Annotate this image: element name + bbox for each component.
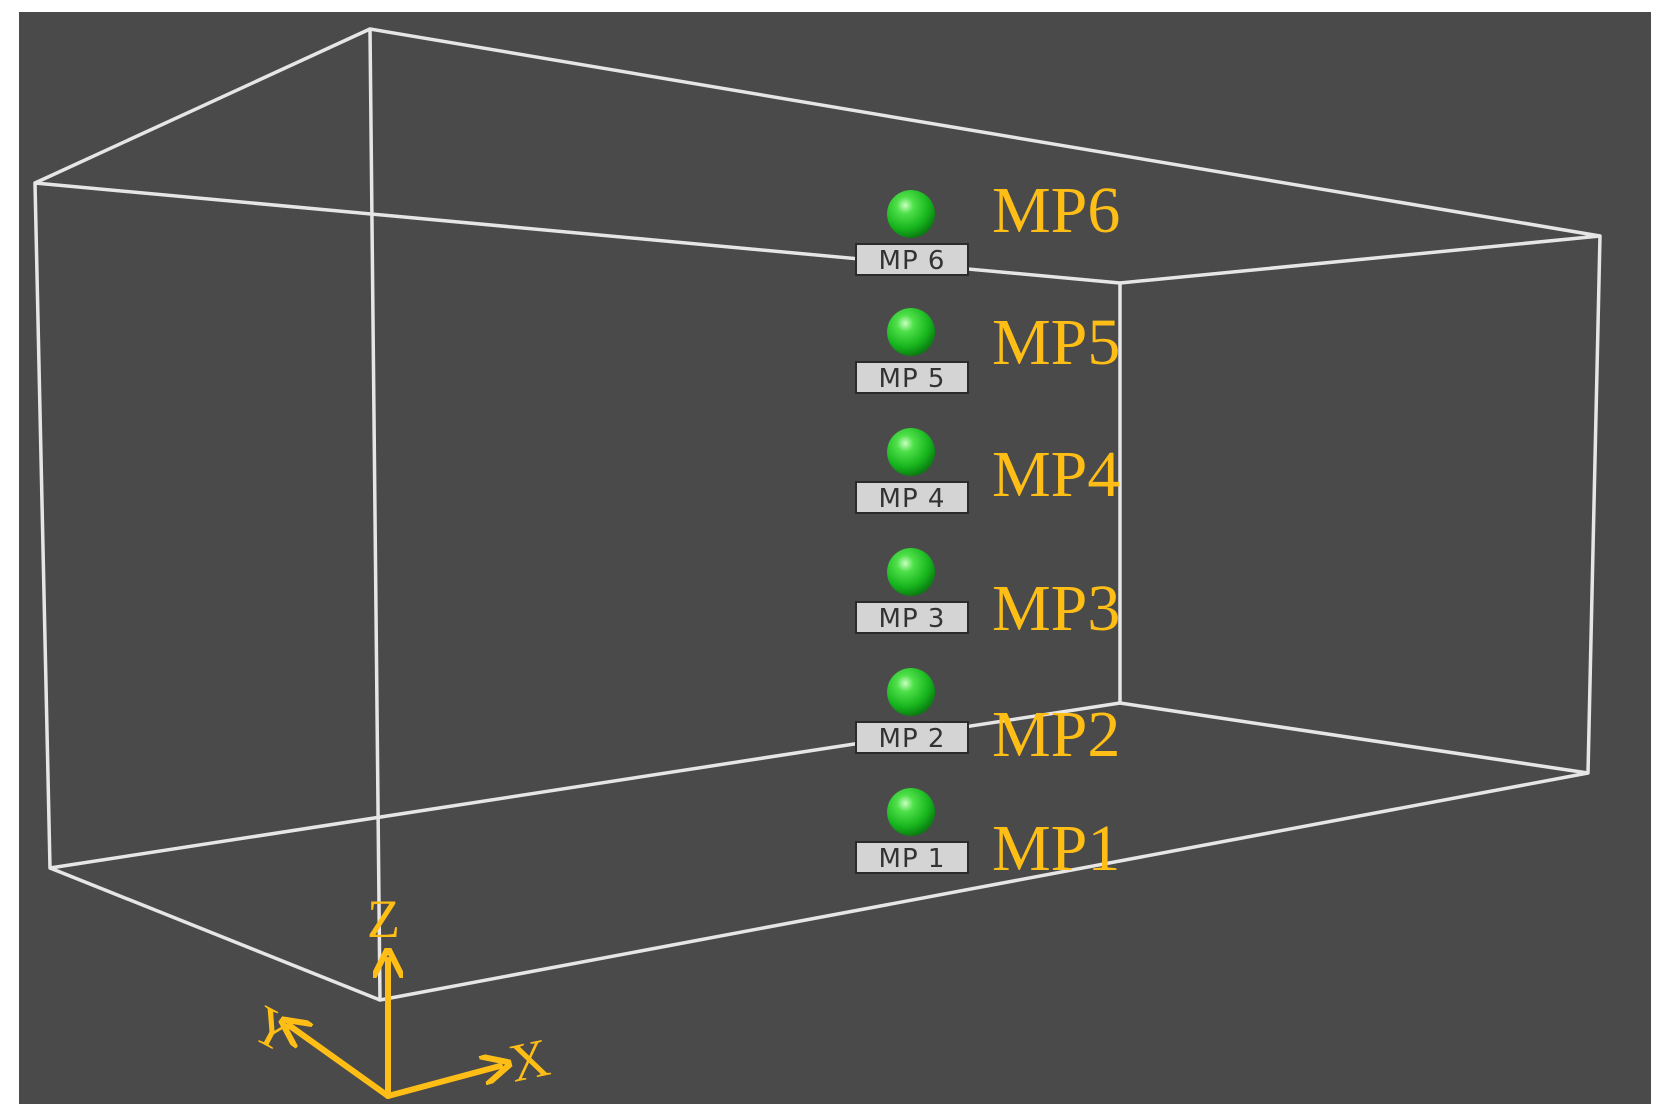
- domain-box-wireframe: [33, 27, 1602, 1002]
- green-sphere-icon: [887, 788, 935, 836]
- point-tag-text: MP 3: [879, 604, 946, 634]
- point-tag-text: MP 6: [879, 246, 946, 276]
- axis-triad: [290, 960, 500, 1099]
- point-tag-box: [855, 481, 969, 514]
- point-tag-box: [855, 361, 969, 394]
- point-label: MP6: [992, 174, 1120, 247]
- viewport-background: [19, 12, 1651, 1104]
- monitoring-point-mp4[interactable]: MP 4 MP4: [855, 428, 1120, 514]
- point-tag-box: [855, 243, 969, 276]
- green-sphere-icon: [887, 548, 935, 596]
- monitoring-point-mp1[interactable]: MP 1 MP1: [855, 788, 1120, 885]
- point-label: MP3: [992, 572, 1120, 645]
- point-label: MP4: [992, 438, 1120, 511]
- x-axis-arrow-icon: [385, 1066, 500, 1099]
- point-label: MP2: [992, 698, 1120, 771]
- z-axis-label: Z: [367, 889, 400, 949]
- point-tag-box: [855, 601, 969, 634]
- monitoring-point-mp5[interactable]: MP 5 MP5: [855, 306, 1120, 394]
- box-edge-bottom-left: [49, 866, 381, 1002]
- y-axis-arrow-icon: [290, 1026, 391, 1099]
- box-edge-top-left: [34, 27, 371, 185]
- green-sphere-icon: [887, 308, 935, 356]
- green-sphere-icon: [887, 668, 935, 716]
- green-sphere-icon: [887, 428, 935, 476]
- point-tag-text: MP 1: [879, 844, 946, 874]
- point-tag-box: [855, 721, 969, 754]
- green-sphere-icon: [887, 190, 935, 238]
- point-tag-text: MP 5: [879, 364, 946, 394]
- monitoring-points: MP 6 MP6 MP 5 MP5 MP 4 MP4 MP 3 MP3 MP 2…: [855, 174, 1120, 885]
- point-tag-box: [855, 841, 969, 874]
- monitoring-point-mp6[interactable]: MP 6 MP6: [855, 174, 1120, 276]
- monitoring-point-mp2[interactable]: MP 2 MP2: [855, 668, 1120, 771]
- box-edge-bottom-right: [1119, 701, 1589, 775]
- monitoring-point-mp3[interactable]: MP 3 MP3: [855, 548, 1120, 645]
- box-edge-top-right: [1119, 234, 1601, 285]
- point-label: MP1: [992, 812, 1120, 885]
- point-tag-text: MP 4: [879, 484, 946, 514]
- point-tag-text: MP 2: [879, 724, 946, 754]
- point-label: MP5: [992, 306, 1120, 379]
